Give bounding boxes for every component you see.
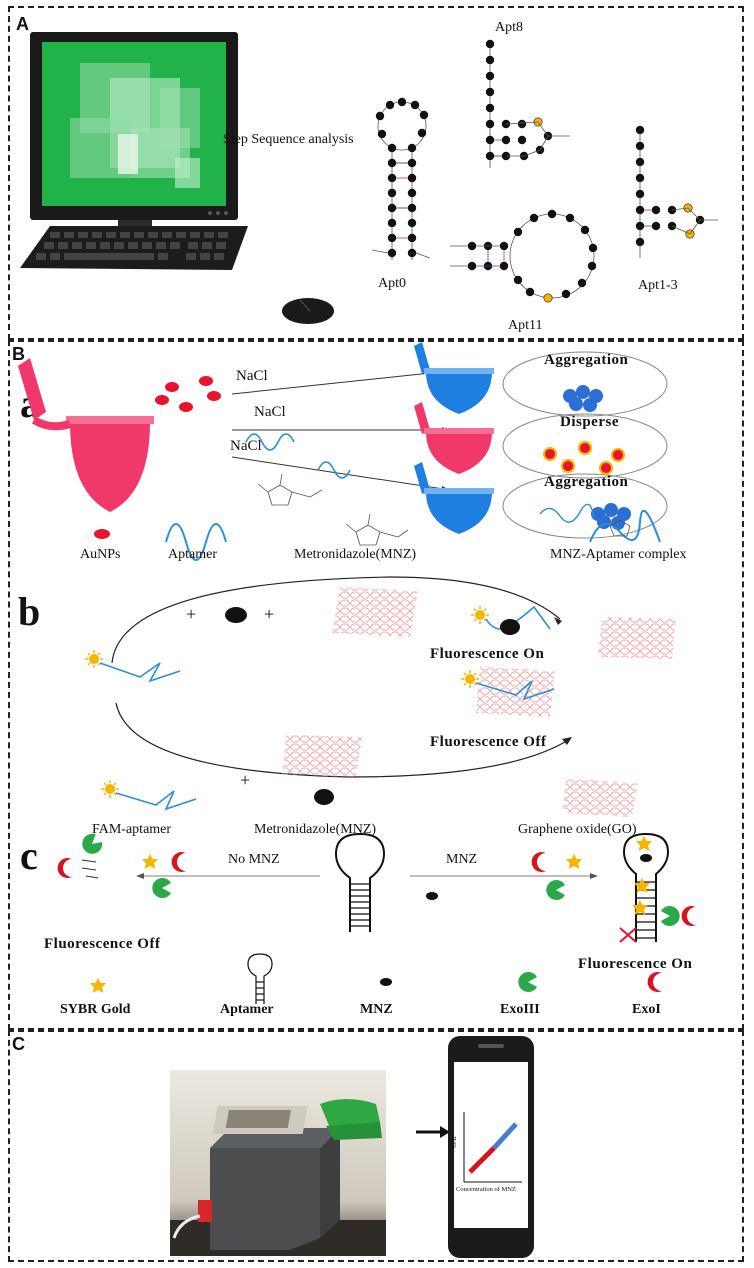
screen-xlabel: Concentration of MNZ — [456, 1186, 516, 1193]
device-photo — [170, 1070, 386, 1256]
fluorescence-on-label: Fluorescence On — [430, 646, 545, 662]
aptamer-structures — [371, 39, 718, 303]
plus-3: + — [240, 770, 251, 790]
legend-mnz-c: MNZ — [360, 1002, 393, 1017]
apt11-structure — [450, 209, 598, 303]
fluorescence-off-label-c: Fluorescence Off — [44, 936, 161, 952]
plus-1: + — [186, 604, 197, 624]
panel-a: A — [8, 6, 744, 340]
legend-go: Graphene oxide(GO) — [518, 822, 637, 837]
arrow-to-phone — [416, 1126, 450, 1138]
aggregation-label-3: Aggregation — [544, 474, 629, 490]
step-sequence-label: Step Sequence analysis — [223, 132, 354, 147]
apt8-label: Apt8 — [495, 20, 523, 35]
subpanel-b-letter: b — [18, 589, 41, 634]
legend-complex: MNZ-Aptamer complex — [550, 547, 687, 562]
apt13-label: Apt1-3 — [638, 278, 678, 293]
nacl-label-2: NaCl — [254, 404, 286, 420]
subpanel-a-graphics — [18, 342, 668, 561]
aggregation-label-1: Aggregation — [544, 352, 629, 368]
apt0-label: Apt0 — [378, 276, 406, 291]
subpanel-c-graphics — [57, 830, 696, 1004]
smartphone: G/R Concentration of MNZ — [448, 1036, 534, 1258]
plus-2: + — [264, 604, 275, 624]
nacl-label-3: NaCl — [230, 438, 262, 454]
legend-aptamer: Aptamer — [168, 547, 217, 562]
computer-illustration — [20, 32, 334, 324]
apt8-structure — [485, 39, 570, 168]
panel-a-label: A — [16, 14, 29, 34]
panel-b-label: B — [12, 344, 25, 364]
disperse-label: Disperse — [560, 414, 619, 430]
nacl-label-1: NaCl — [236, 368, 268, 384]
subpanel-c-letter: c — [20, 833, 38, 878]
panel-c: C — [8, 1030, 744, 1262]
fluorescence-on-label-c: Fluorescence On — [578, 956, 693, 972]
apt11-label: Apt11 — [508, 318, 543, 333]
legend-aunps: AuNPs — [80, 547, 121, 562]
panel-b: B a — [8, 340, 744, 1030]
legend-exo3: ExoIII — [500, 1002, 540, 1017]
legend-mnz: Metronidazole(MNZ) — [294, 547, 417, 562]
fluorescence-off-label: Fluorescence Off — [430, 734, 547, 750]
screen-ylabel: G/R — [449, 1136, 458, 1148]
legend-aptamer-c: Aptamer — [220, 1002, 274, 1017]
apt13-structure — [635, 125, 718, 258]
mnz-label: MNZ — [446, 852, 478, 867]
panel-c-label: C — [12, 1034, 25, 1054]
legend-exo1: ExoI — [632, 1002, 661, 1017]
legend-sybr: SYBR Gold — [60, 1002, 131, 1017]
no-mnz-label: No MNZ — [228, 852, 280, 867]
apt0-structure — [371, 97, 431, 260]
phone-screen: G/R Concentration of MNZ — [450, 1062, 528, 1228]
screen-chart — [463, 1112, 522, 1183]
phone-speaker — [478, 1044, 504, 1048]
subpanel-b-graphics — [84, 576, 676, 817]
legend-mnz-b: Metronidazole(MNZ) — [254, 822, 377, 837]
legend-fam-aptamer: FAM-aptamer — [92, 822, 172, 837]
